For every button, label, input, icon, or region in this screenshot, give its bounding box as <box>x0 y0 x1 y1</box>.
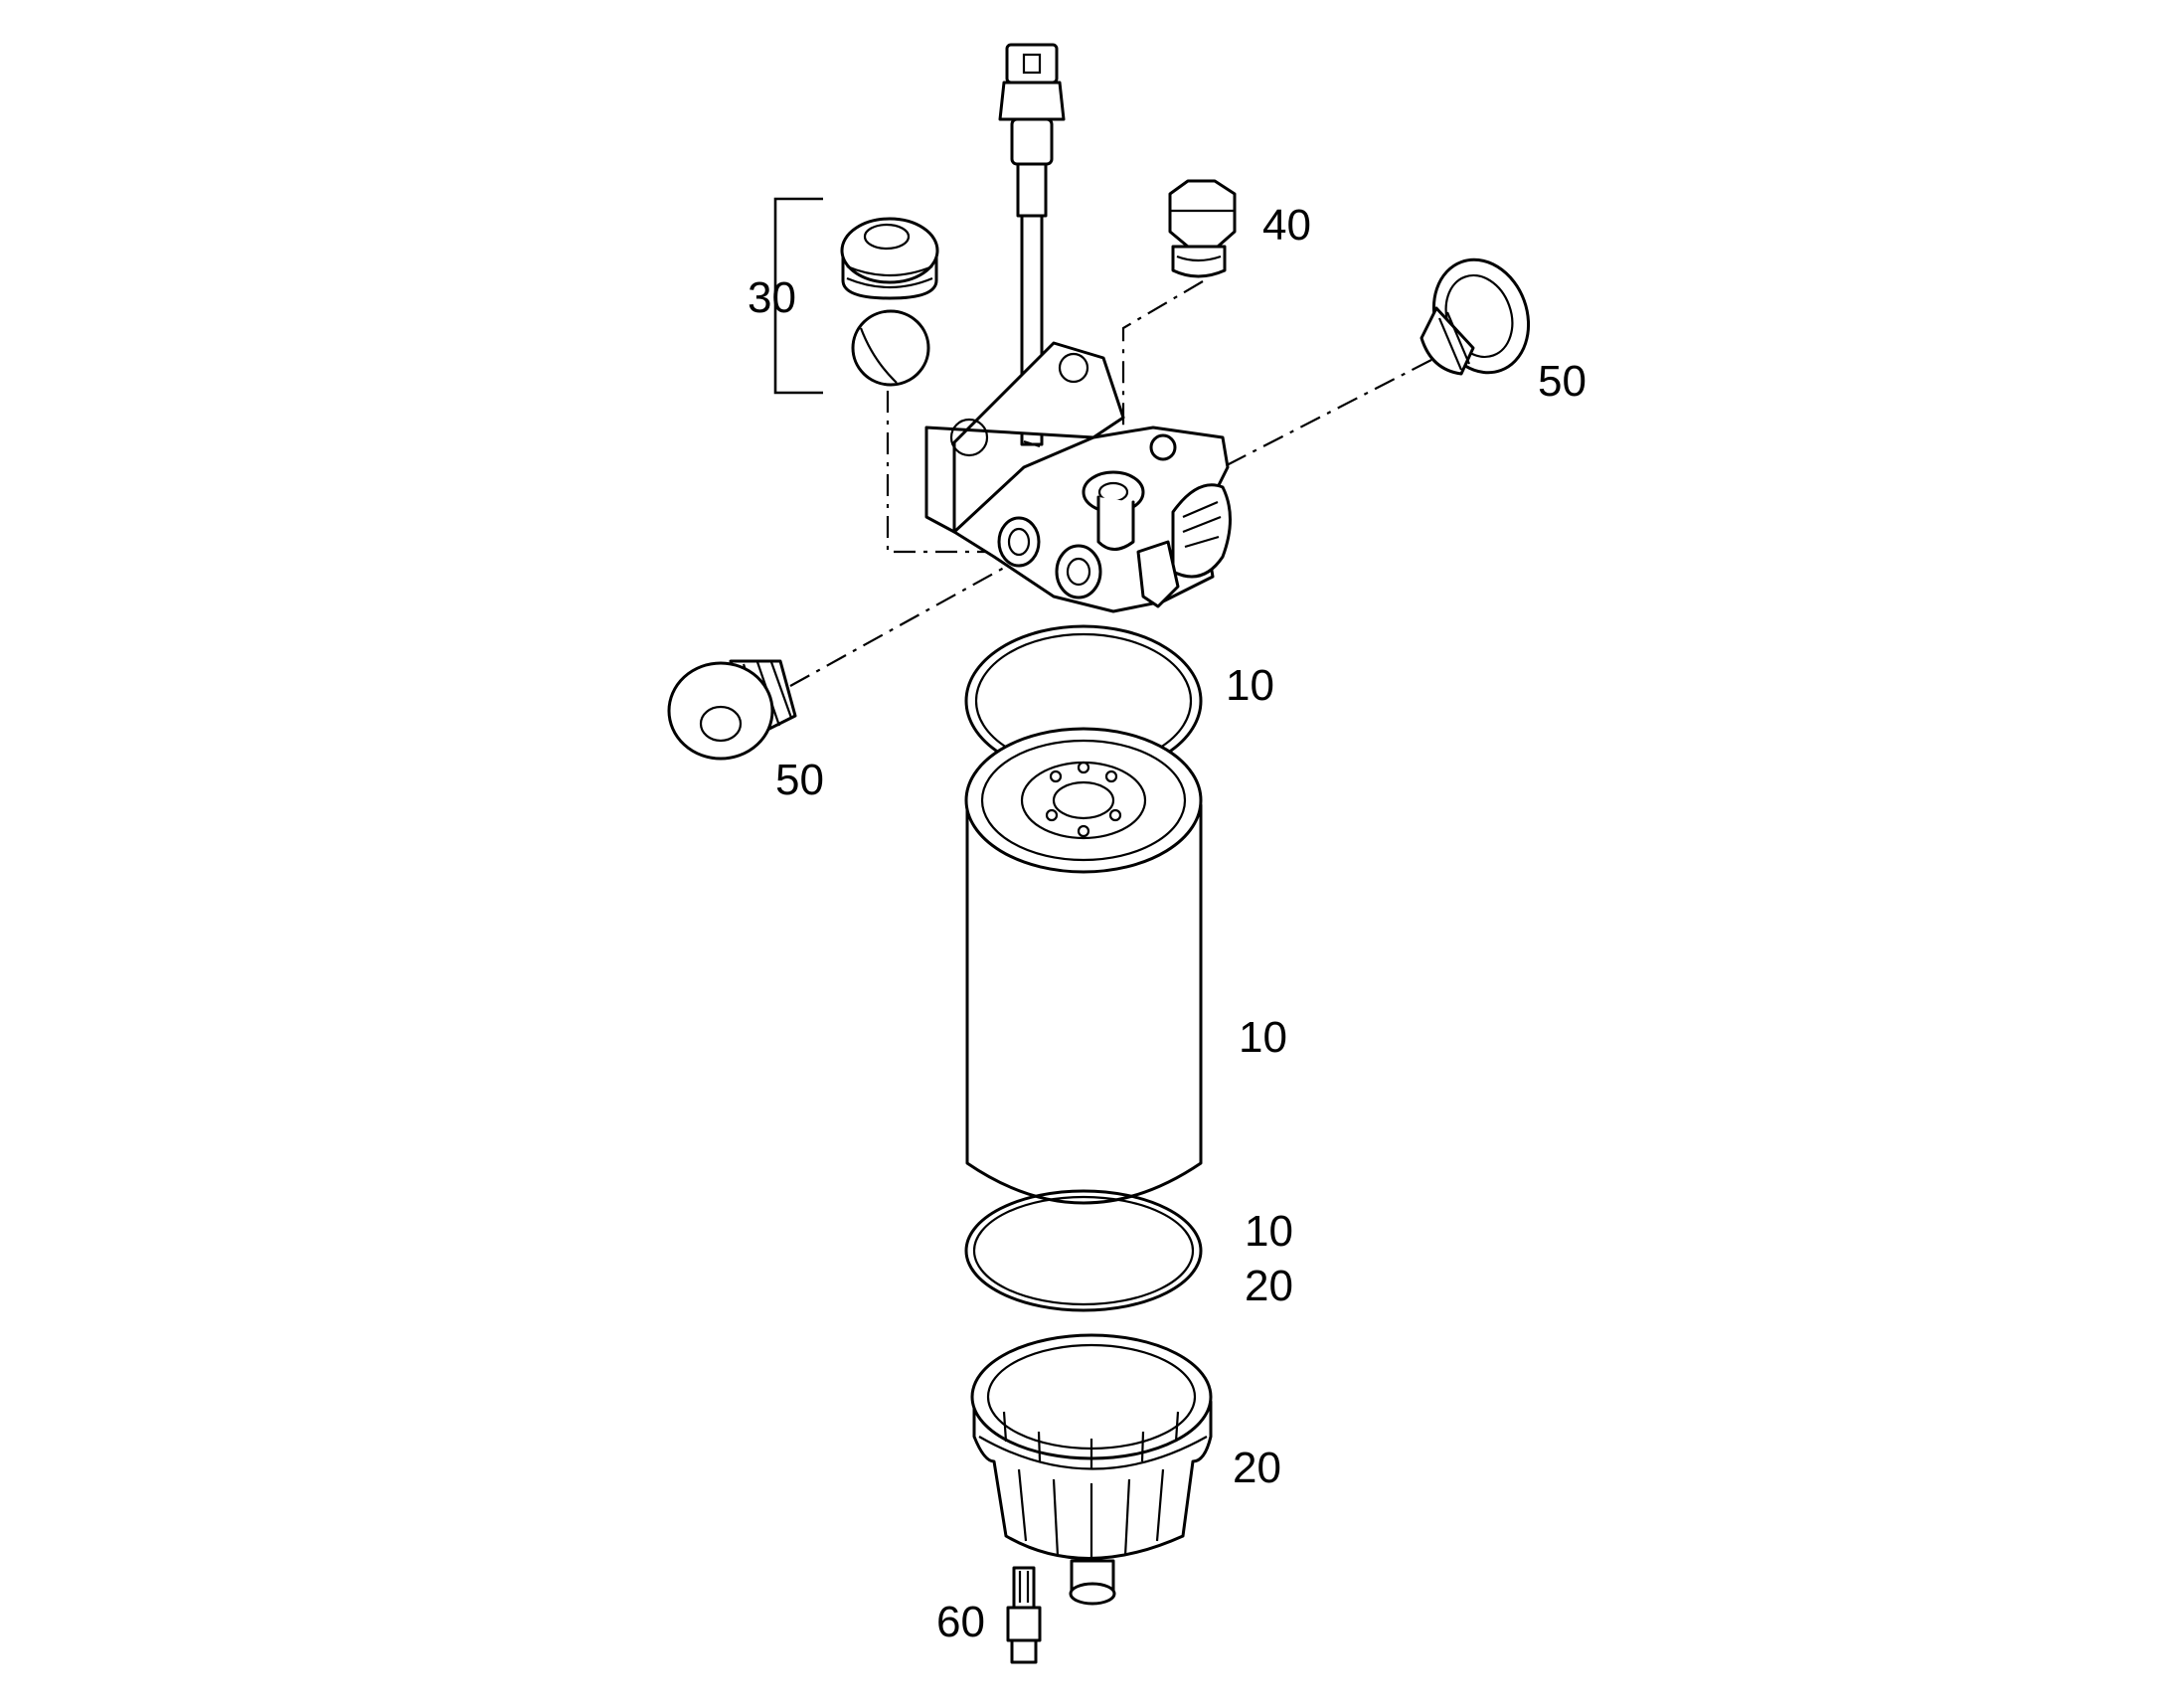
plug-50-left <box>667 659 797 761</box>
ball-seal-30 <box>851 309 930 387</box>
filter-bowl-20 <box>970 1333 1213 1606</box>
callout-10-ring: 10 <box>1226 661 1274 710</box>
seal-ring-10-20-lower <box>964 1189 1203 1312</box>
plug-30 <box>840 217 939 387</box>
callout-20-ring: 20 <box>1245 1262 1293 1310</box>
callout-40: 40 <box>1262 201 1311 250</box>
callout-10-lower: 10 <box>1245 1207 1293 1256</box>
sensor-60 <box>1006 1566 1042 1664</box>
assembly-leader-lines <box>789 280 1432 687</box>
hex-plug-40 <box>1168 179 1237 278</box>
bracket-30 <box>773 197 823 395</box>
callout-50-right: 50 <box>1538 357 1587 406</box>
leader-30 <box>886 391 1014 554</box>
plug-50-right <box>1420 257 1531 376</box>
callout-50-left: 50 <box>775 756 824 804</box>
sensor-cable-connector <box>998 43 1066 448</box>
filter-head <box>924 341 1232 613</box>
leader-50-left <box>789 556 1025 687</box>
leader-50-right <box>1222 359 1432 468</box>
callout-60: 60 <box>936 1598 985 1646</box>
callout-10-filter: 10 <box>1239 1013 1287 1062</box>
filter-cartridge-10 <box>964 727 1203 1205</box>
callout-20-bowl: 20 <box>1233 1444 1281 1492</box>
leader-40 <box>1121 280 1204 467</box>
callout-30: 30 <box>748 273 796 322</box>
